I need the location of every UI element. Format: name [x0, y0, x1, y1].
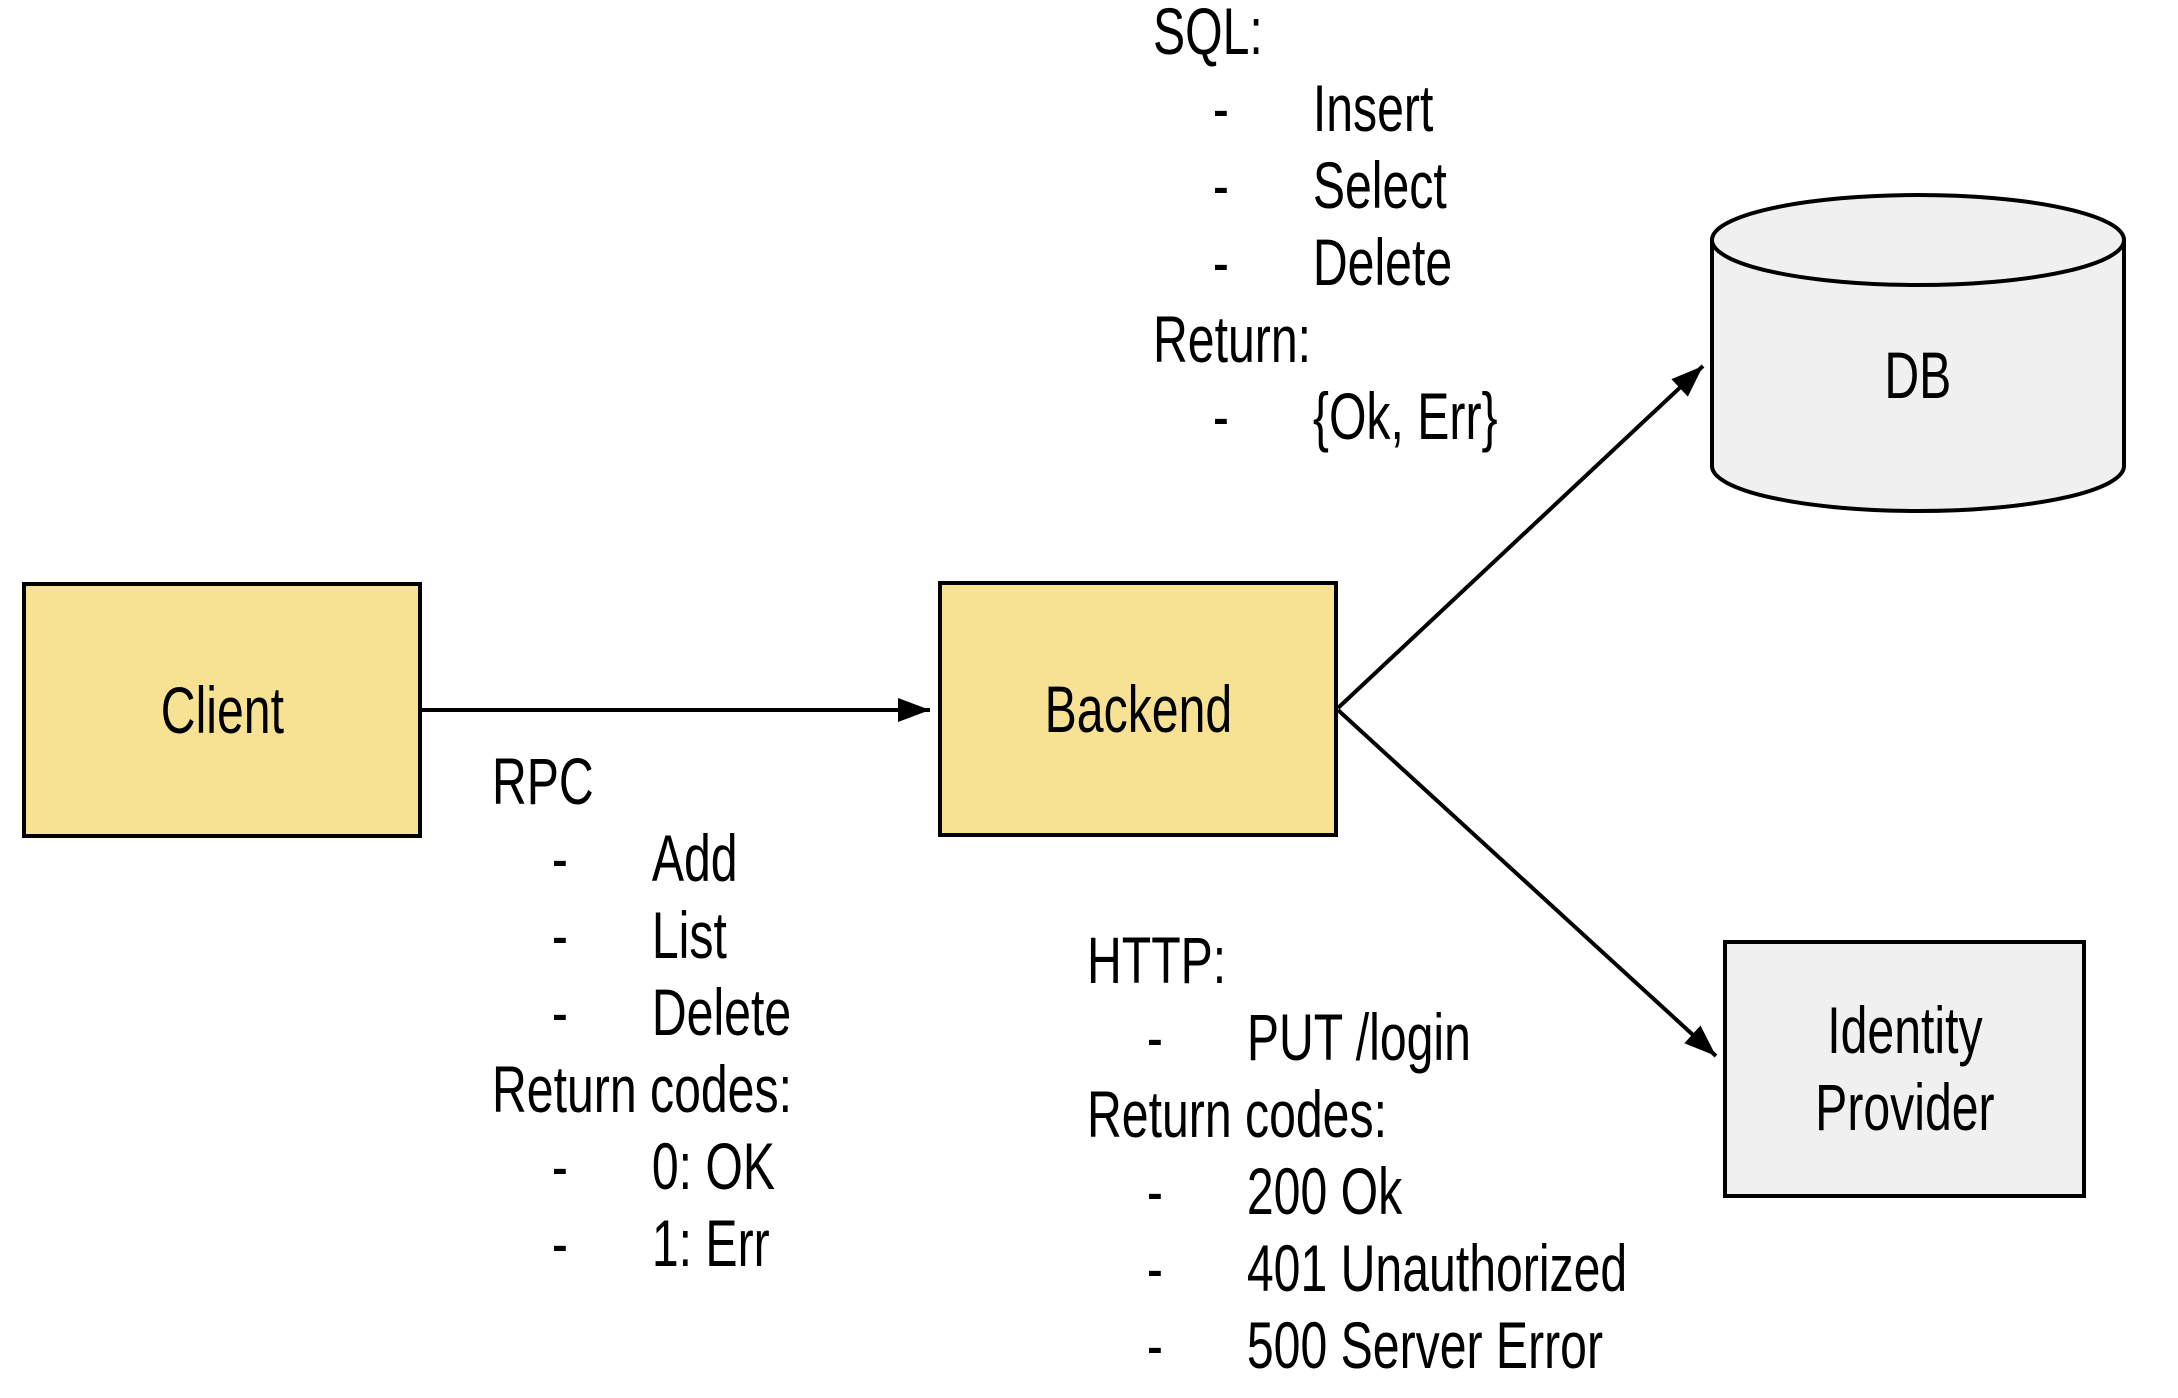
- bullet-dash: -: [1146, 1154, 1163, 1228]
- bullet-dash: -: [1212, 71, 1229, 145]
- rpc-item-text: List: [651, 898, 727, 972]
- http-return-item-text: 401 Unauthorized: [1246, 1231, 1628, 1305]
- bullet-dash: -: [1212, 225, 1229, 299]
- http-annotation-block: HTTP: -PUT /login Return codes: -200 Ok …: [1087, 922, 1627, 1384]
- bullet-dash: -: [1146, 1308, 1163, 1382]
- bullet-dash: -: [1212, 148, 1229, 222]
- arrow-backend-to-identity-provider: [1336, 708, 1718, 1058]
- bullet-dash: -: [1212, 379, 1229, 453]
- node-client: Client: [22, 582, 422, 838]
- rpc-item: - List: [492, 897, 792, 974]
- identity-provider-label: Identity Provider: [1815, 992, 1994, 1146]
- rpc-heading: RPC: [492, 744, 594, 818]
- http-return-item-text: 200 Ok: [1246, 1154, 1403, 1228]
- identity-provider-label-line1: Identity: [1826, 993, 1983, 1067]
- bullet-dash: -: [551, 1129, 568, 1203]
- rpc-return-item-text: 1: Err: [651, 1206, 770, 1280]
- http-return-item: - 500 Server Error: [1087, 1307, 1627, 1384]
- rpc-item-text: Add: [651, 821, 738, 895]
- http-return-item-text: 500 Server Error: [1246, 1308, 1604, 1382]
- rpc-return-item-text: 0: OK: [651, 1129, 776, 1203]
- sql-heading: SQL:: [1153, 0, 1263, 68]
- sql-item-text: Insert: [1312, 71, 1434, 145]
- rpc-item: - Delete: [492, 974, 792, 1051]
- node-identity-provider: Identity Provider: [1723, 940, 2086, 1198]
- bullet-dash: -: [551, 821, 568, 895]
- backend-label: Backend: [1044, 671, 1232, 746]
- sql-item: - Delete: [1153, 224, 1498, 301]
- sql-subheading: Return:: [1153, 302, 1311, 376]
- sql-item: - Insert: [1153, 70, 1498, 147]
- bullet-dash: -: [1146, 1000, 1163, 1074]
- http-item: - PUT /login: [1087, 999, 1627, 1076]
- arrow-backend-to-db: [1336, 364, 1705, 710]
- node-backend: Backend: [938, 581, 1338, 837]
- sql-return-item-text: {Ok, Err}: [1312, 379, 1498, 453]
- rpc-annotation-block: RPC - Add - List - Delete Return codes: - 0:…: [492, 743, 792, 1282]
- rpc-return-item: - 0: OK: [492, 1128, 792, 1205]
- http-item-text: PUT /login: [1246, 1000, 1471, 1074]
- rpc-subheading: Return codes:: [492, 1052, 792, 1126]
- identity-provider-label-line2: Provider: [1814, 1070, 1995, 1144]
- http-subheading: Return codes:: [1087, 1077, 1387, 1151]
- http-return-item: - 401 Unauthorized: [1087, 1230, 1627, 1307]
- db-cylinder-shape: [1710, 193, 2126, 513]
- sql-item-text: Select: [1312, 148, 1447, 222]
- rpc-return-item: - 1: Err: [492, 1205, 792, 1282]
- bullet-dash: -: [551, 898, 568, 972]
- bullet-dash: -: [551, 975, 568, 1049]
- rpc-item: - Add: [492, 820, 792, 897]
- node-db: DB: [1712, 337, 2124, 414]
- sql-item: - Select: [1153, 147, 1498, 224]
- sql-item-text: Delete: [1312, 225, 1453, 299]
- rpc-item-text: Delete: [651, 975, 792, 1049]
- bullet-dash: -: [551, 1206, 568, 1280]
- db-label: DB: [1884, 338, 1952, 412]
- http-return-item: - 200 Ok: [1087, 1153, 1627, 1230]
- http-heading: HTTP:: [1087, 923, 1227, 997]
- sql-return-item: - {Ok, Err}: [1153, 378, 1498, 455]
- bullet-dash: -: [1146, 1231, 1163, 1305]
- sql-annotation-block: SQL: - Insert - Select - Delete Return: - {O…: [1153, 0, 1498, 455]
- client-label: Client: [160, 672, 284, 747]
